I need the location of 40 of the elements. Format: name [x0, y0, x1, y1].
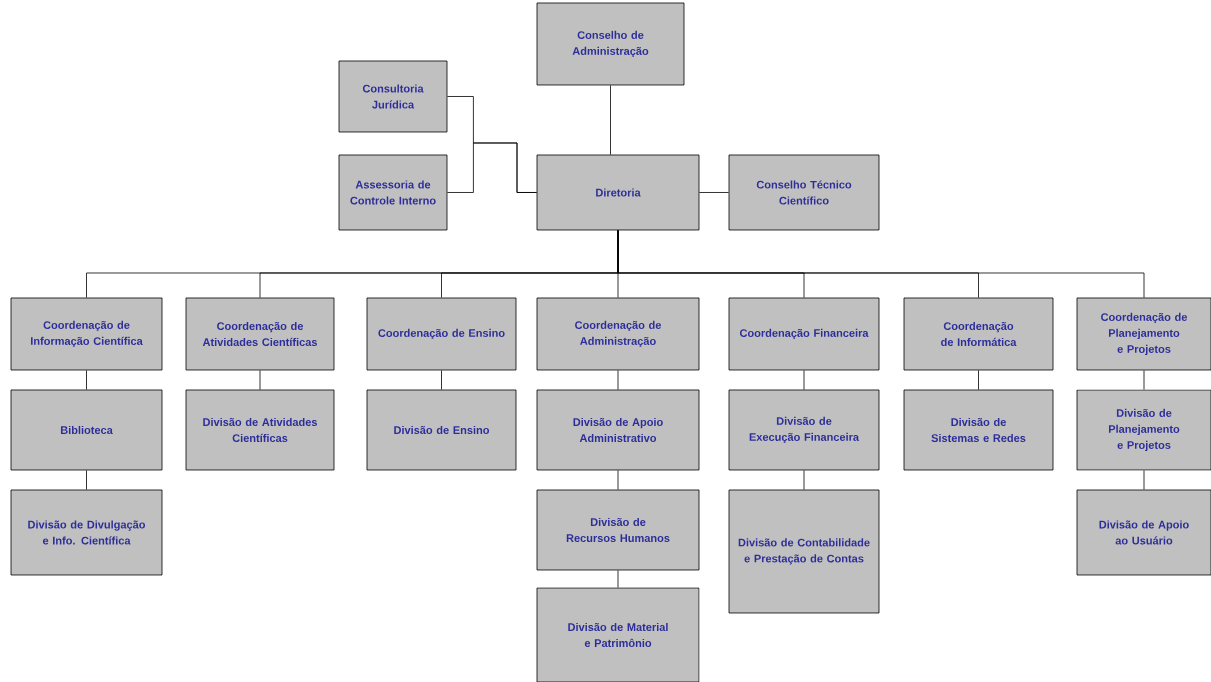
- org-box: Coordenação de Administração: [536, 297, 700, 371]
- org-box: Diretoria: [536, 154, 700, 231]
- connector-line: [978, 370, 979, 390]
- connector-line: [86, 470, 87, 490]
- connector-line: [447, 142, 537, 193]
- connector-line: [803, 470, 805, 490]
- org-box: Coordenação Financeira: [728, 297, 880, 371]
- connector-line: [1143, 470, 1145, 490]
- org-box: Coordenação de Atividades Científicas: [185, 297, 335, 371]
- org-box: Coordenação de Informática: [903, 297, 1054, 371]
- connector-line: [617, 370, 619, 390]
- connector-line: [259, 370, 261, 390]
- org-box: Coordenação de Informação Científica: [10, 297, 163, 371]
- org-box: Biblioteca: [10, 389, 163, 471]
- org-box: Conselho Técnico Científico: [728, 154, 880, 231]
- connector-line: [617, 230, 1145, 298]
- org-box: Consultoria Jurídica: [338, 60, 448, 133]
- org-box: Divisão de Apoio ao Usuário: [1076, 489, 1211, 576]
- org-box: Divisão de Material e Patrimônio: [536, 587, 700, 682]
- connector-line: [86, 370, 87, 390]
- org-box: Divisão de Planejamento e Projetos: [1076, 389, 1211, 471]
- org-box: Divisão de Divulgação e Info. Científica: [10, 489, 163, 576]
- org-box: Divisão de Ensino: [366, 389, 517, 471]
- org-box: Divisão de Atividades Científicas: [185, 389, 335, 471]
- connector-line: [1143, 370, 1145, 390]
- org-box: Coordenação de Ensino: [366, 297, 517, 371]
- connector-line: [803, 370, 805, 390]
- org-box: Divisão de Recursos Humanos: [536, 489, 700, 571]
- connector-line: [617, 570, 619, 588]
- org-box: Divisão de Execução Financeira: [728, 389, 880, 471]
- org-box: Conselho de Administração: [536, 2, 685, 86]
- org-box: Coordenação de Planejamento e Projetos: [1076, 297, 1211, 371]
- org-box: Divisão de Apoio Administrativo: [536, 389, 700, 471]
- connector-line: [699, 192, 729, 193]
- connector-line: [441, 370, 442, 390]
- org-box: Assessoria de Controle Interno: [338, 154, 448, 231]
- org-box: Divisão de Contabilidade e Prestação de Contas: [728, 489, 880, 614]
- connector-line: [610, 85, 611, 155]
- org-box: Divisão de Sistemas e Redes: [903, 389, 1054, 471]
- connector-line: [617, 470, 619, 490]
